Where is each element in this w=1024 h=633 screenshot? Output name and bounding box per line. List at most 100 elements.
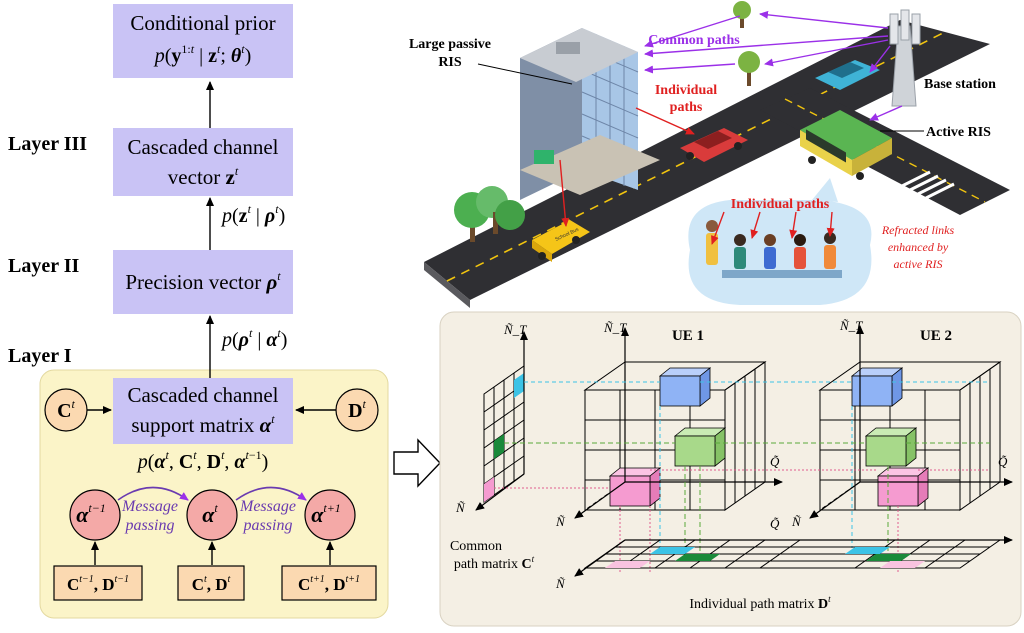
conditional-prior-box — [113, 4, 293, 78]
building-roof — [520, 28, 638, 82]
message-passing-label-1a: Message — [121, 498, 178, 515]
support-matrix-box — [113, 378, 293, 444]
message-passing-arc-2 — [235, 486, 307, 501]
common-cell-teal — [514, 373, 524, 398]
large-ris-pointer — [477, 63, 573, 85]
axis-nt-common-label: Ñ_T — [503, 322, 527, 337]
individual-cell-green-2 — [866, 554, 911, 561]
individual-cell-teal-1 — [650, 547, 695, 554]
crosswalk — [901, 170, 955, 200]
message-passing-label-1b: passing — [125, 517, 175, 534]
individual-cell-pink-2 — [880, 561, 925, 568]
individual-matrix-label: Individual path matrix Dt — [689, 594, 831, 612]
message-passing-label-2a: Message — [239, 498, 296, 515]
common-cell-pink — [484, 477, 494, 502]
individual-paths-label-1: Individual — [655, 83, 717, 98]
ue1-cell-blue — [658, 367, 712, 407]
axis-q-floor-label: Q̃ — [770, 516, 780, 531]
guide-lines-blue — [524, 381, 990, 548]
obs-box-prev — [53, 565, 143, 601]
axis-n-ue1 — [574, 481, 626, 519]
common-paths-label: Common paths — [648, 33, 740, 48]
message-passing-label-2b: passing — [243, 517, 293, 534]
individual-cell-teal-2 — [845, 547, 890, 554]
conditional-prior-title: Conditional prior — [130, 11, 275, 35]
axis-n-common-label: Ñ — [455, 500, 466, 515]
axis-n-common — [475, 473, 525, 511]
common-path-arrows — [644, 10, 903, 121]
refracted-label-3: active RIS — [894, 257, 943, 271]
guide-lines-pink — [494, 469, 990, 572]
building-sign — [534, 150, 554, 164]
ue2-cell-pink — [876, 467, 930, 507]
path-matrix-panel: Ñ_T Ñ Common path matrix Ct — [439, 311, 1022, 627]
layer-one-label: Layer I — [8, 345, 72, 367]
message-passing-arc-1 — [117, 486, 189, 501]
common-matrix-label-1: Common — [450, 539, 502, 554]
large-ris-label-2: RIS — [438, 55, 462, 70]
individual-path-arrows — [559, 107, 835, 245]
axis-n-floor — [574, 539, 626, 577]
transition-arrow — [393, 438, 441, 488]
edge-label-alpha-joint: p(αt, Ct, Dt, αt−1) — [136, 448, 269, 473]
building-lobby — [520, 135, 660, 195]
large-ris-label-1: Large passive — [409, 37, 491, 52]
guide-lines-green — [504, 442, 990, 560]
active-ris-bus — [800, 110, 892, 180]
building-roof-unit — [556, 42, 580, 54]
axis-n-ue1-label: Ñ — [555, 514, 566, 529]
layer-three-label: Layer III — [8, 133, 87, 155]
base-station-label: Base station — [924, 77, 996, 92]
individual-cell-green-1 — [675, 554, 720, 561]
ue2-cell-blue — [850, 367, 904, 407]
ue1-cell-pink — [608, 467, 662, 507]
individual-paths-label-1b: paths — [670, 100, 703, 115]
tree-roadside-1 — [733, 1, 751, 28]
common-cell-green — [494, 434, 504, 459]
base-station-tower — [889, 9, 921, 107]
precision-vector-box — [113, 250, 293, 314]
node-alpha-current — [186, 489, 238, 541]
conditional-prior-formula: p(y1:t | zt; θt) — [153, 42, 252, 67]
obs-box-next — [281, 565, 377, 601]
car-blue — [815, 60, 880, 90]
ue1-cell-green — [673, 427, 727, 467]
obs-box-current-label: Ct, Dt — [192, 574, 231, 594]
tree-roadside-2 — [738, 51, 760, 86]
axis-n-ue2-label: Ñ — [791, 514, 802, 529]
cube-panel-background — [439, 311, 1022, 627]
node-d-t-label: Dt — [348, 397, 366, 422]
axis-q-ue1-label: Q̃ — [770, 454, 780, 469]
layer-two-label: Layer II — [8, 255, 80, 277]
ris-scene: School Bus — [409, 1, 1010, 308]
support-matrix-line2: support matrix αt — [131, 412, 275, 437]
ue2-cell-green — [864, 427, 918, 467]
cascaded-channel-vector-box — [113, 128, 293, 196]
axis-nt-ue2-label: Ñ_T — [839, 318, 863, 333]
node-alpha-current-label: αt — [202, 501, 218, 527]
node-c-t-label: Ct — [57, 397, 75, 422]
obs-box-current — [177, 565, 245, 601]
hierarchical-model: Conditional prior p(y1:t | zt; θt) Layer… — [8, 4, 389, 619]
cascaded-channel-vector-line1: Cascaded channel — [127, 135, 278, 159]
cascaded-channel-vector-line2: vector zt — [168, 164, 239, 189]
edge-label-z-given-rho: p(zt | ρt) — [220, 202, 285, 227]
node-alpha-prev — [69, 489, 121, 541]
axis-q-ue2-label: Q̃ — [998, 454, 1008, 469]
refracted-label-1: Refracted links — [881, 223, 955, 237]
ue2-label: UE 2 — [920, 328, 952, 344]
common-matrix-label-2: path matrix Ct — [454, 554, 535, 572]
individual-cell-pink-1 — [605, 561, 650, 568]
precision-vector-label: Precision vector ρt — [125, 269, 281, 294]
node-alpha-next — [304, 489, 356, 541]
edge-label-rho-given-alpha: p(ρt | αt) — [220, 326, 287, 351]
support-matrix-line1: Cascaded channel — [127, 383, 278, 407]
axis-n-ue2 — [809, 481, 861, 519]
individual-paths-label-2: Individual paths — [731, 197, 830, 212]
school-bus: School Bus — [532, 220, 590, 262]
axis-nt-ue1-label: Ñ_T — [603, 320, 627, 335]
axis-n-floor-label: Ñ — [555, 576, 566, 591]
car-red — [680, 128, 748, 162]
ue1-label: UE 1 — [672, 328, 704, 344]
